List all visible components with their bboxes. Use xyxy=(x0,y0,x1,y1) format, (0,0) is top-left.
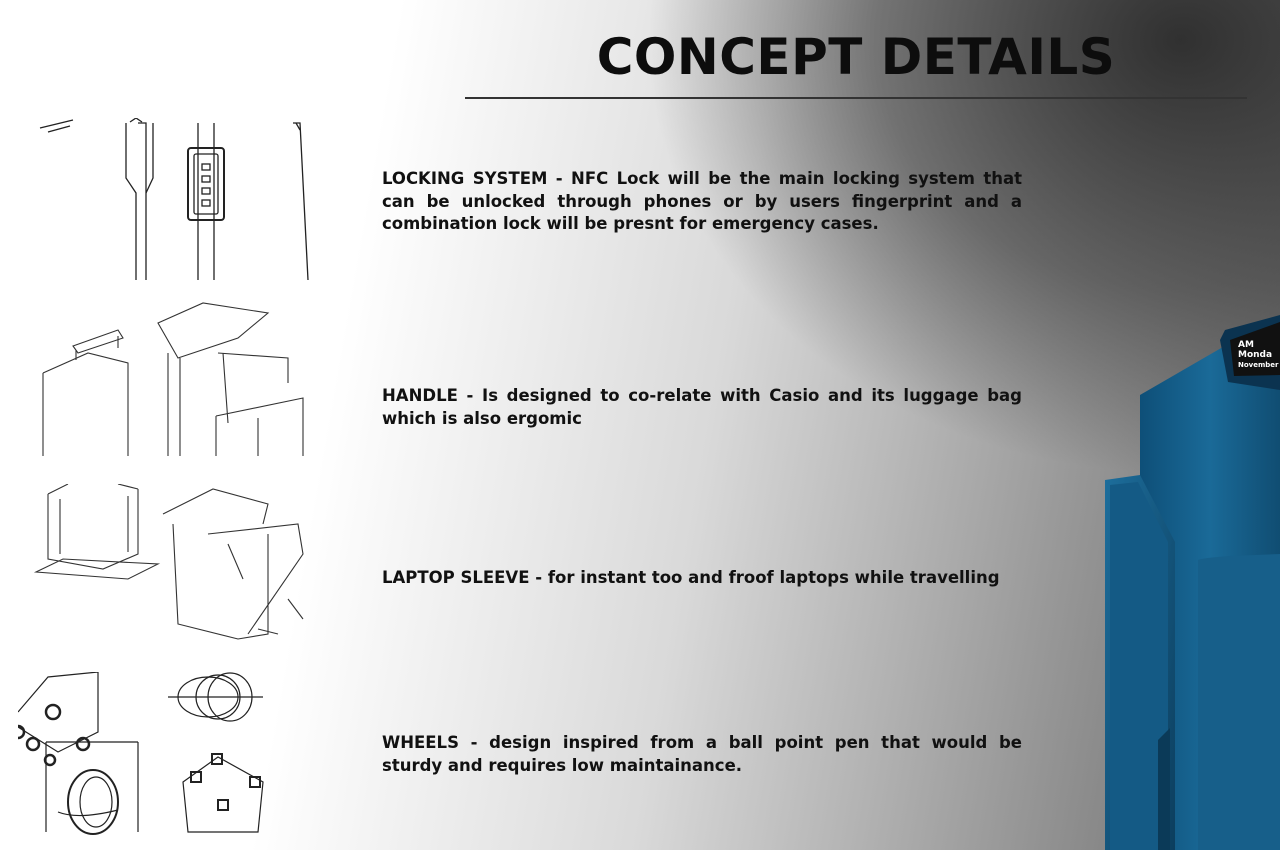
wheels-sketch-icon xyxy=(18,672,318,837)
device-screen-line2: Monda xyxy=(1238,350,1273,360)
laptop-sleeve-text: LAPTOP SLEEVE - for instant too and froo… xyxy=(382,568,1000,587)
device-screen-line3: November xyxy=(1238,361,1279,369)
luggage-device-render: AM Monda November xyxy=(1100,310,1280,850)
device-screen-line1: AM xyxy=(1238,340,1254,350)
handle-text: HANDLE - Is designed to co-relate with C… xyxy=(382,386,1022,428)
title-divider xyxy=(465,97,1247,99)
nfc-lock-sketch-icon xyxy=(18,118,318,283)
locking-system-text: LOCKING SYSTEM - NFC Lock will be the ma… xyxy=(382,169,1022,233)
wheels-text: WHEELS - design inspired from a ball poi… xyxy=(382,733,1022,775)
laptop-sleeve-sketch-icon xyxy=(18,484,318,644)
page-title: CONCEPT DETAILS xyxy=(596,28,1116,86)
handle-sketch-icon xyxy=(18,298,318,458)
